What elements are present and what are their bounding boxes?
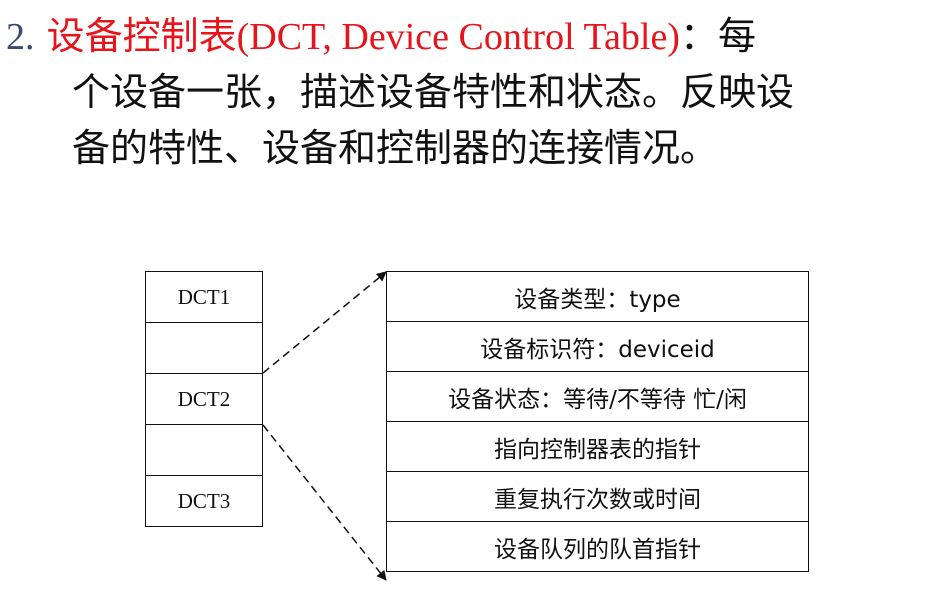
paragraph-line-2: 个设备一张，描述设备特性和状态。反映设 <box>72 70 795 114</box>
dct-field-type: 设备类型：type <box>386 271 809 322</box>
dct-field-deviceid: 设备标识符：deviceid <box>386 321 809 372</box>
dct-list-cell: DCT1 <box>145 271 263 323</box>
dct-field-retry: 重复执行次数或时间 <box>386 471 809 522</box>
dashed-arrow-to-top <box>262 271 387 374</box>
dct-list-cell <box>145 424 263 476</box>
dct-field-controller-pointer: 指向控制器表的指针 <box>386 421 809 472</box>
dct-term: 设备控制表(DCT, Device Control Table) <box>46 16 680 58</box>
dct-list-table: DCT1 DCT2 DCT3 <box>145 271 263 527</box>
dct-fields-table: 设备类型：type 设备标识符：deviceid 设备状态：等待/不等待 忙/闲… <box>386 271 809 572</box>
term-suffix: ：每 <box>679 14 756 58</box>
dct-list-cell <box>145 322 263 374</box>
paragraph-line-1: 2. 设备控制表(DCT, Device Control Table)：每 <box>6 8 756 65</box>
dashed-arrow-to-bottom <box>262 424 387 581</box>
item-number: 2. <box>6 16 35 58</box>
dct-list-cell: DCT2 <box>145 373 263 425</box>
paragraph-line-3: 备的特性、设备和控制器的连接情况。 <box>72 126 719 170</box>
dct-field-queue-head: 设备队列的队首指针 <box>386 521 809 572</box>
dct-list-cell: DCT3 <box>145 475 263 527</box>
